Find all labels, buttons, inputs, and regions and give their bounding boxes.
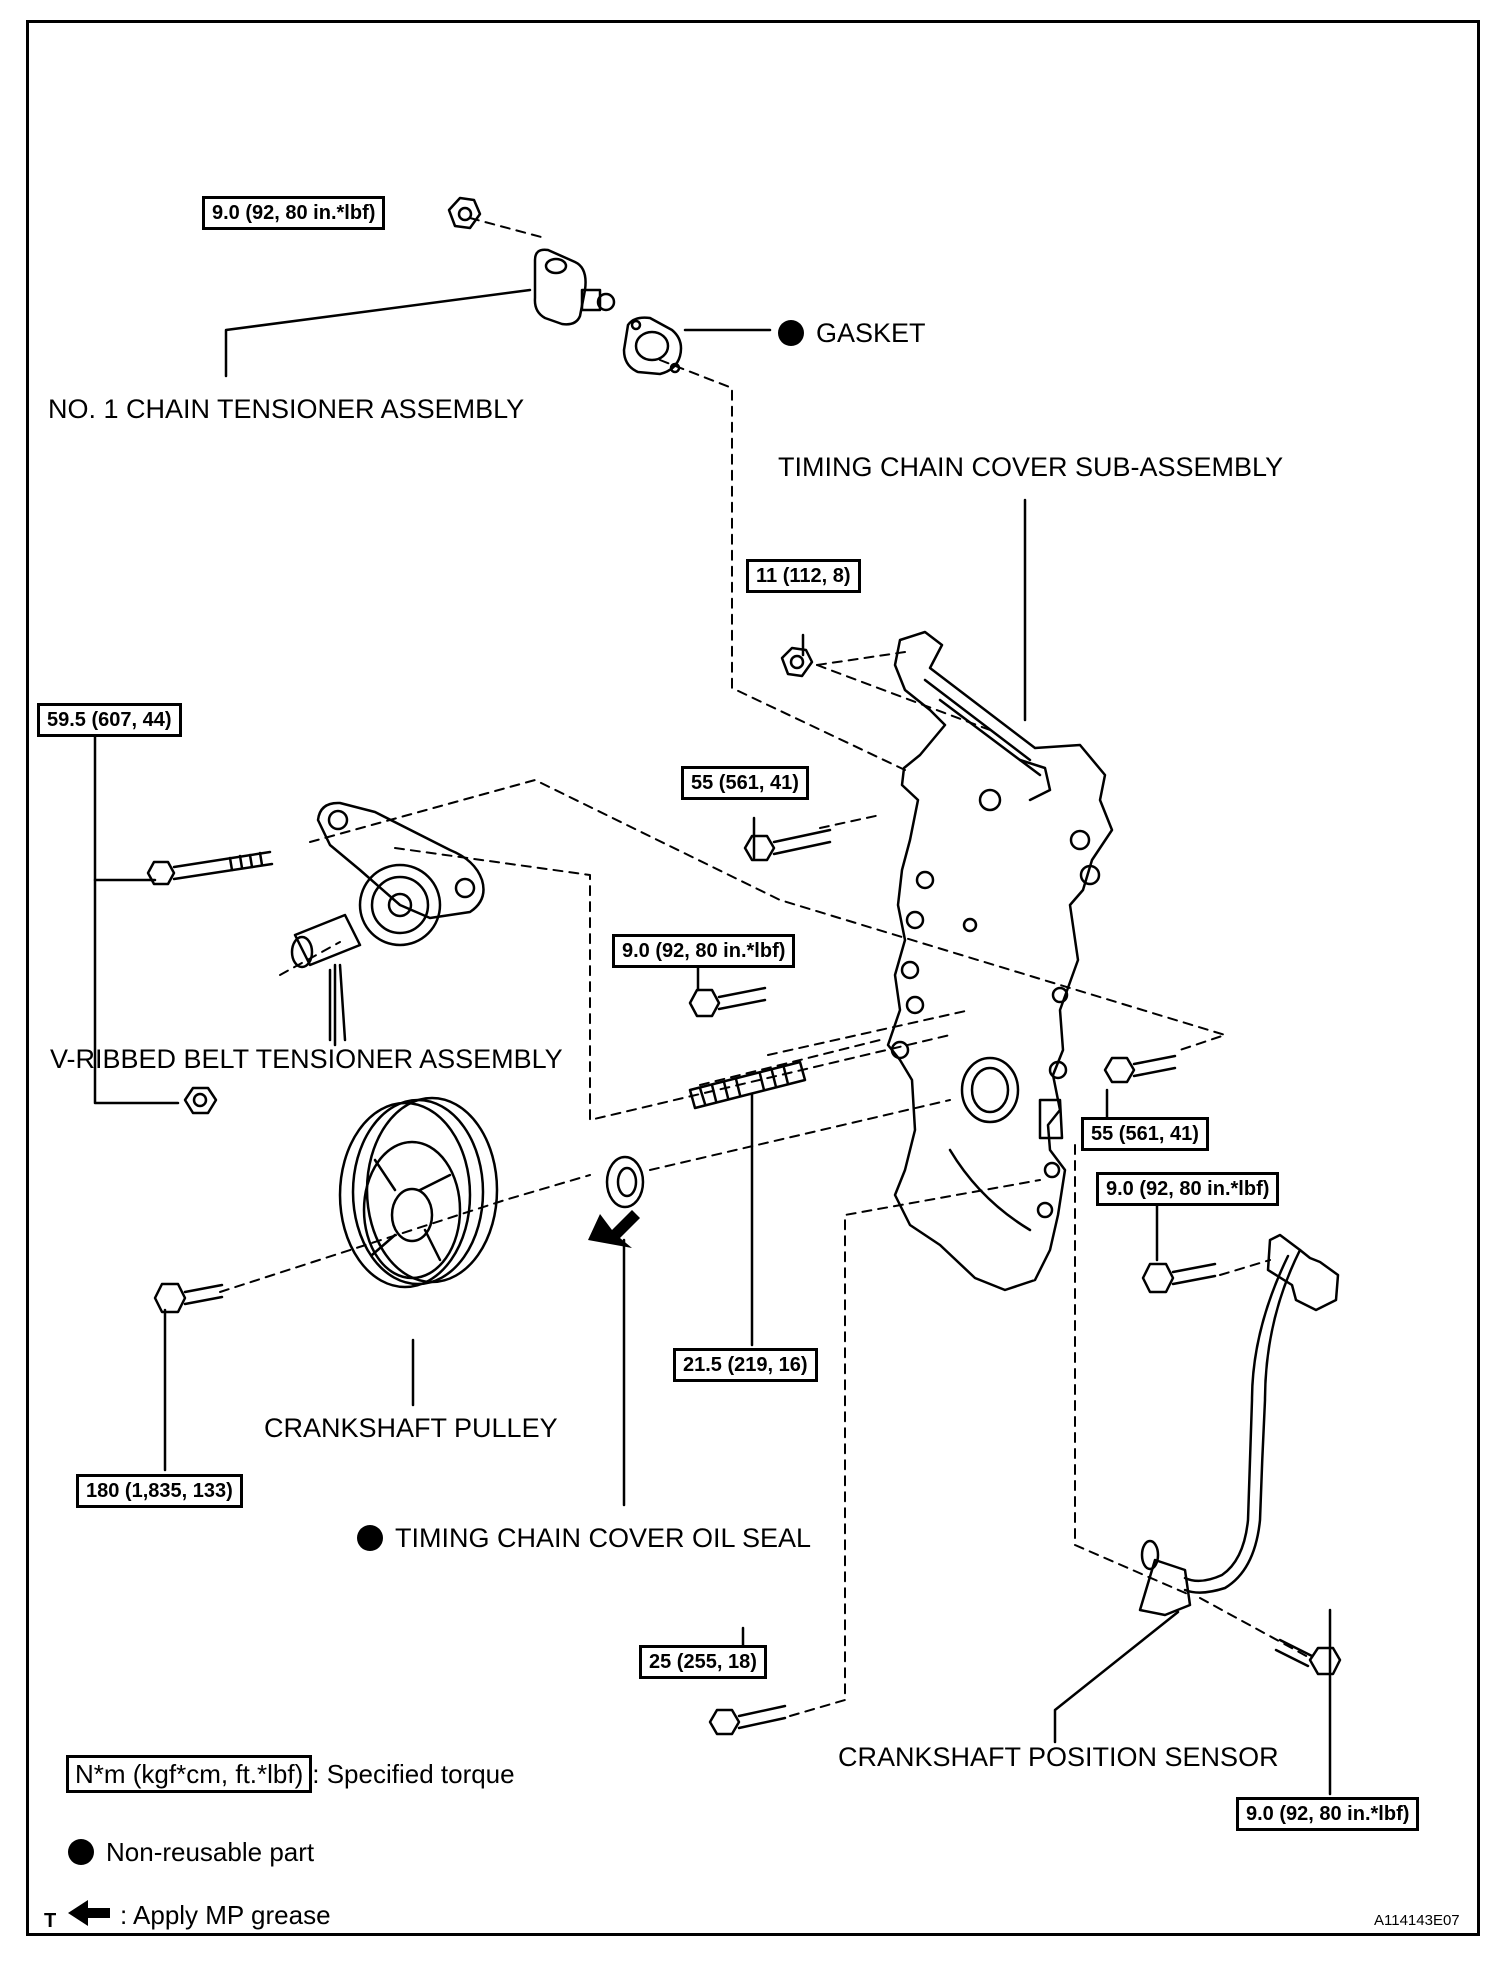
label-gasket: GASKET (778, 320, 926, 347)
legend-nonreusable: Non-reusable part (68, 1839, 314, 1865)
belt-tensioner-nut (183, 1086, 218, 1115)
stud-part (688, 1060, 807, 1110)
crankshaft-pulley-part (338, 1096, 499, 1289)
belt-tensioner-part (290, 801, 485, 1047)
legend-torque-unit: N*m (kgf*cm, ft.*lbf) (66, 1755, 313, 1793)
oil-seal-part (605, 1155, 645, 1209)
figure-id: A114143E07 (1374, 1912, 1460, 1929)
torque-cover-nut-top: 11 (112, 8) (746, 559, 861, 593)
label-crankshaft-pulley: CRANKSHAFT PULLEY (264, 1413, 558, 1443)
torque-tensioner-nut: 9.0 (92, 80 in.*lbf) (202, 196, 386, 230)
torque-cover-bolt-mid: 9.0 (92, 80 in.*lbf) (612, 934, 796, 968)
sensor-bracket-bolt (1141, 1262, 1217, 1294)
legend-grease-arrow (68, 1900, 110, 1926)
torque-cover-bolt-lower: 25 (255, 18) (639, 1645, 767, 1679)
cover-nut (780, 646, 814, 678)
nonreusable-icon (357, 1525, 383, 1551)
torque-cover-bolt-right: 55 (561, 41) (1081, 1117, 1209, 1151)
nonreusable-icon (68, 1839, 94, 1865)
torque-sensor-bolt: 9.0 (92, 80 in.*lbf) (1236, 1797, 1420, 1831)
cover-bolt-upper (743, 828, 832, 862)
label-belt-tensioner: V-RIBBED BELT TENSIONER ASSEMBLY (50, 1044, 563, 1074)
gasket-part (622, 316, 683, 376)
tensioner-nut (447, 196, 482, 230)
corner-letter: T (44, 1910, 57, 1932)
belt-tensioner-bolt (146, 850, 274, 886)
legend-torque: N*m (kgf*cm, ft.*lbf): Specified torque (66, 1755, 515, 1793)
torque-pulley-bolt: 180 (1,835, 133) (76, 1474, 243, 1508)
legend-grease: : Apply MP grease (120, 1900, 331, 1930)
diagram-frame (26, 20, 1480, 1936)
leader-lines (93, 288, 1332, 1796)
grease-arrow (588, 1210, 640, 1248)
legend-nonreusable-text: Non-reusable part (106, 1837, 315, 1867)
torque-cover-bolt-upper: 55 (561, 41) (681, 766, 809, 800)
timing-cover-part (886, 630, 1114, 1292)
label-gasket-text: GASKET (816, 318, 926, 348)
torque-sensor-bracket-bolt: 9.0 (92, 80 in.*lbf) (1096, 1172, 1280, 1206)
legend-torque-desc: : Specified torque (312, 1759, 515, 1789)
pulley-bolt (153, 1282, 224, 1314)
sensor-bolt (1274, 1638, 1342, 1676)
crank-sensor-part (1138, 1233, 1340, 1617)
torque-belt-tensioner: 59.5 (607, 44) (37, 703, 182, 737)
nonreusable-icon (778, 320, 804, 346)
label-cover-sub-assembly: TIMING CHAIN COVER SUB-ASSEMBLY (778, 452, 1284, 482)
label-chain-tensioner: NO. 1 CHAIN TENSIONER ASSEMBLY (48, 394, 525, 424)
chain-tensioner-part (533, 248, 616, 326)
label-oil-seal: TIMING CHAIN COVER OIL SEAL (357, 1525, 811, 1552)
cover-bolt-right (1103, 1054, 1177, 1084)
label-crank-sensor: CRANKSHAFT POSITION SENSOR (838, 1742, 1279, 1772)
cover-bolt-mid (688, 986, 767, 1018)
label-oil-seal-text: TIMING CHAIN COVER OIL SEAL (395, 1523, 812, 1553)
cover-bolt-lower (708, 1704, 787, 1736)
alignment-lines (219, 217, 1311, 1717)
torque-stud: 21.5 (219, 16) (673, 1348, 818, 1382)
